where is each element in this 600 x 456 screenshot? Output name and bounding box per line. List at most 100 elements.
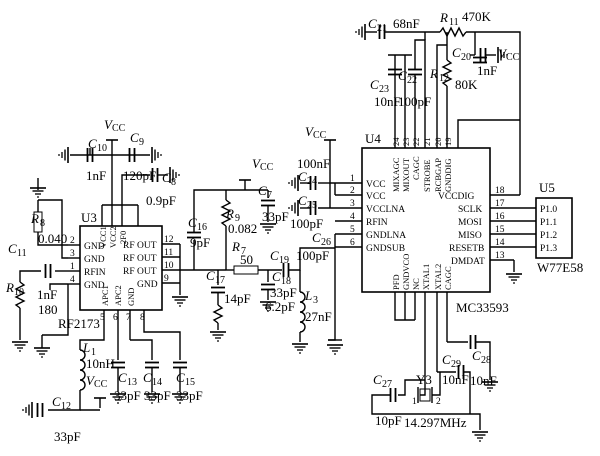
- u5-part: W77E58: [537, 260, 583, 275]
- u4-pin-cagc-top: CAGC: [411, 156, 421, 180]
- c24-sub: 24: [307, 176, 317, 187]
- u4-pinnum-14: 14: [495, 238, 505, 248]
- c17-label: C: [206, 268, 215, 283]
- u4-pinnum-23: 23: [401, 138, 411, 147]
- u3-pinnum-1: 1: [70, 262, 75, 272]
- c17-capacitor: [210, 286, 226, 294]
- u3-pinnum-9: 9: [164, 274, 169, 284]
- u3-pinnum-11: 11: [164, 248, 173, 258]
- c29-value: 10nF: [442, 372, 469, 387]
- u3-vcc-arrow: [105, 139, 119, 151]
- c14-value: 33pF: [144, 388, 171, 403]
- r9-resistor: [220, 199, 232, 227]
- c12-sub: 12: [61, 401, 71, 412]
- u4-vcc-arrow: [323, 139, 337, 151]
- u4-pinnum-3: 3: [350, 199, 355, 209]
- u3-ref: U3: [81, 210, 97, 225]
- y3-value: 14.297MHz: [404, 415, 467, 430]
- c19-label: C: [270, 248, 279, 263]
- u3-chip: U3 RF2173 GND GND RFIN GND 2 3 1 4 RF OU…: [58, 150, 180, 340]
- u3-pinnum-6: 6: [113, 313, 118, 323]
- c18-value-b: 6.2pF: [265, 299, 295, 314]
- c18-value-a: 33pF: [270, 285, 297, 300]
- u4-pinnum-2: 2: [350, 186, 355, 196]
- l1-vcc-label: V: [86, 373, 96, 388]
- dmdat-ground: [505, 260, 523, 284]
- u4-pin-gndlna: GNDLNA: [366, 231, 406, 241]
- c15-value: 33pF: [176, 388, 203, 403]
- rfin-cap-value: 1nF: [37, 287, 57, 302]
- u4-pinnum-18: 18: [495, 186, 505, 196]
- u3-pin-rfout-b: RF OUT: [123, 254, 157, 264]
- u4-pin-gnddig: GNDDIG: [443, 158, 453, 192]
- r11-resistor: [439, 26, 467, 38]
- c13-value: 33pF: [114, 388, 141, 403]
- c11-sub: 11: [17, 248, 27, 259]
- u4-pinnum-13: 13: [495, 251, 505, 261]
- c8-value: 0.9pF: [146, 193, 176, 208]
- l1-label: L: [82, 340, 90, 355]
- c28-label: C: [472, 348, 481, 363]
- r12-sub: 12: [439, 73, 449, 84]
- c22-label: C: [398, 68, 407, 83]
- y3-crystal: [419, 388, 431, 402]
- c18-sub: 18: [281, 276, 291, 287]
- c20-vcc-label: V: [498, 46, 508, 61]
- u3-pin-rfout-c: RF OUT: [123, 267, 157, 277]
- c8-sub: 8: [171, 177, 176, 188]
- c14-capacitor: [144, 361, 160, 369]
- r8-value: 0.040: [38, 231, 67, 246]
- c10-label: C: [88, 136, 97, 151]
- c16-sub: 16: [197, 222, 207, 233]
- u5-pin-p12: P1.2: [540, 231, 557, 241]
- r10-label: R: [5, 280, 14, 295]
- c16-label: C: [188, 215, 197, 230]
- l1-sub: 1: [91, 347, 96, 358]
- u4-pin-miso: MISO: [458, 231, 482, 241]
- crystal-network: [371, 302, 499, 442]
- u3-supply-network: [58, 139, 180, 214]
- l3-inductor: [299, 291, 306, 333]
- u3-pin-apc2: APC2: [113, 285, 123, 306]
- u3-vcc-label: V: [104, 117, 114, 132]
- c25-value: 100pF: [290, 216, 323, 231]
- u3-pinnum-10: 10: [164, 261, 174, 271]
- c11-label: C: [8, 241, 17, 256]
- c19-sub: 19: [279, 255, 289, 266]
- c15-capacitor: [172, 361, 188, 369]
- u4-pin-mixagc: MIXAGC: [391, 157, 401, 192]
- r7-label: R: [231, 239, 240, 254]
- c27-sub: 27: [382, 379, 392, 390]
- c26-label: C: [312, 230, 321, 245]
- c23-label: C: [370, 77, 379, 92]
- c23-sub: 23: [379, 84, 389, 95]
- c7-vcc-arrow: [238, 179, 252, 191]
- c21-sub: 21: [377, 23, 387, 34]
- u4-pin-vcclna: VCCLNA: [366, 205, 405, 215]
- c27-capacitor: [389, 387, 397, 403]
- c27-value: 10pF: [375, 413, 402, 428]
- c20-vcc-sub: CC: [506, 52, 520, 63]
- c8-label: C: [162, 170, 171, 185]
- u4-pin-gndsub: GNDSUB: [366, 244, 405, 254]
- c15-sub: 15: [185, 377, 195, 388]
- u4-pin-vcc-b: VCC: [366, 192, 386, 202]
- r8-label: R: [30, 211, 39, 226]
- matching-network: [171, 179, 335, 354]
- r10-value: 180: [38, 302, 58, 317]
- u4-supply-network: [288, 139, 344, 355]
- u3-pinnum-8: 8: [140, 313, 145, 323]
- u5-pin-p10: P1.0: [540, 205, 557, 215]
- u4-pin-strobe: STROBE: [422, 159, 432, 192]
- u4-pin-pfd: PFD: [391, 274, 401, 290]
- c17-value: 14pF: [224, 291, 251, 306]
- u3-pin-apc1: APC1: [100, 285, 110, 306]
- u4-pinnum-6: 6: [350, 238, 355, 248]
- c7-value: 33pF: [262, 209, 289, 224]
- r12-value: 80K: [455, 77, 478, 92]
- r7-sub: 7: [241, 246, 246, 257]
- c20-label: C: [452, 45, 461, 60]
- u3-input-network: [11, 178, 107, 419]
- u4-pinnum-1: 1: [350, 174, 355, 184]
